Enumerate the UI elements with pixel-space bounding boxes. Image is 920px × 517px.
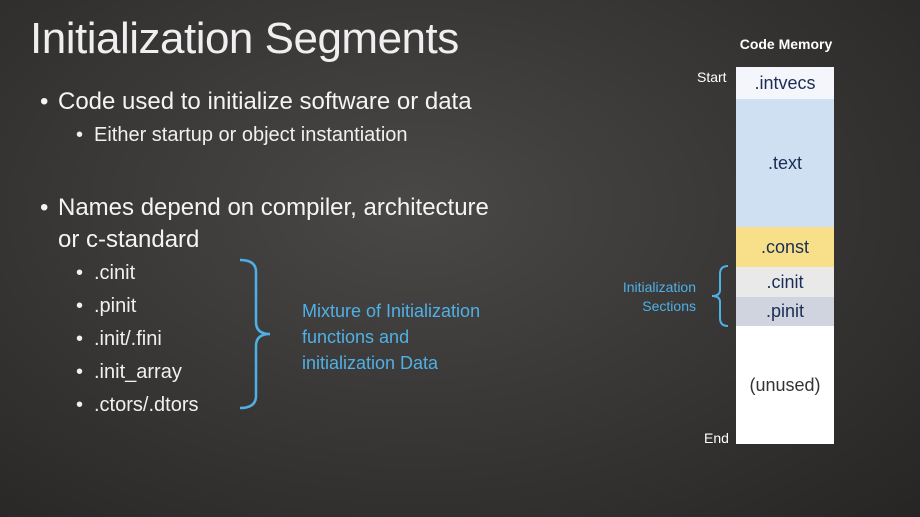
bullet-text: Names depend on compiler, architecture <box>58 194 489 221</box>
sub-bullet-text: Either startup or object instantiation <box>94 124 408 146</box>
memory-start-label: Start <box>697 69 727 85</box>
bullet-names-depend: • Names depend on compiler, architecture <box>40 194 489 222</box>
sub-bullet-cinit: • .cinit <box>76 262 135 285</box>
bullet-dot: • <box>40 88 49 115</box>
segment-label: .text <box>767 152 802 173</box>
bullet-dot: • <box>76 124 84 146</box>
init-label-line: Sections <box>642 298 696 314</box>
bullet-dot: • <box>40 194 49 221</box>
segment-label: .pinit <box>765 301 805 321</box>
segment-label: .intvecs <box>754 72 816 93</box>
segment-cinit: .cinit <box>736 267 834 297</box>
init-label-line: Initialization <box>622 279 696 295</box>
brace-label-line: functions and <box>302 327 410 347</box>
init-brace-icon <box>711 265 729 327</box>
bullet-dot: • <box>76 262 84 284</box>
slide-title: Initialization Segments <box>30 14 459 63</box>
sub-bullet-ctors-dtors: • .ctors/.dtors <box>76 394 198 417</box>
brace-label-line: initialization Data <box>302 353 439 373</box>
brace-label-line: Mixture of Initialization <box>302 301 481 321</box>
sub-bullet-init-fini: • .init/.fini <box>76 328 162 351</box>
sub-bullet-text: .pinit <box>94 295 137 317</box>
bullet-code-used: • Code used to initialize software or dat… <box>40 88 472 116</box>
bullet-dot: • <box>76 394 84 416</box>
memory-title: Code Memory <box>739 36 833 52</box>
segment-label: .const <box>760 236 810 257</box>
bullet-dot: • <box>76 295 84 317</box>
memory-map: .intvecs .text .const .cinit .pinit (unu… <box>736 67 834 444</box>
segment-text: .text <box>736 99 834 227</box>
left-brace-icon <box>239 258 271 410</box>
segment-label: (unused) <box>749 374 821 395</box>
bullet-text: Code used to initialize software or data <box>58 88 472 115</box>
segment-pinit: .pinit <box>736 297 834 326</box>
bullet-names-depend-cont: or c-standard <box>58 226 200 253</box>
bullet-dot: • <box>76 328 84 350</box>
sub-bullet-pinit: • .pinit <box>76 295 136 318</box>
memory-end-label: End <box>704 430 729 446</box>
sub-bullet-text: .cinit <box>94 262 136 284</box>
segment-intvecs: .intvecs <box>736 67 834 99</box>
segment-unused: (unused) <box>736 326 834 444</box>
sub-bullet-text: .init_array <box>94 361 182 383</box>
sub-bullet-init-array: • .init_array <box>76 361 182 384</box>
brace-label: Mixture of Initialization functions and … <box>302 298 542 376</box>
sub-bullet-text: .ctors/.dtors <box>94 394 199 416</box>
segment-label: .cinit <box>766 271 804 292</box>
init-sections-label: Initialization Sections <box>596 278 696 316</box>
sub-bullet-startup: • Either startup or object instantiation <box>76 124 408 147</box>
sub-bullet-text: .init/.fini <box>94 328 162 350</box>
segment-const: .const <box>736 227 834 267</box>
bullet-dot: • <box>76 361 84 383</box>
